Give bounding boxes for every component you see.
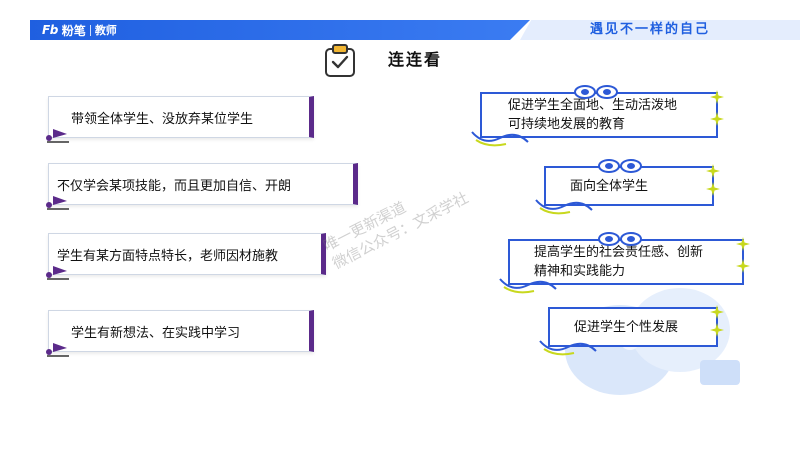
flag-icon — [46, 129, 69, 143]
left-item-3[interactable]: 学生有某方面特点特长，老师因材施教 — [46, 233, 326, 280]
sparkle-icon — [706, 164, 720, 178]
right-item-line-2: 精神和实践能力 — [534, 264, 626, 279]
flag-icon — [46, 196, 69, 210]
goggles-icon — [574, 85, 618, 99]
left-item-label: 不仅学会某项技能，而且更加自信、开朗 — [57, 178, 292, 194]
right-item-1[interactable]: 促进学生全面地、生动活泼地 可持续地发展的教育 — [471, 85, 724, 147]
left-item-label: 学生有某方面特点特长，老师因材施教 — [57, 248, 279, 264]
left-item-2[interactable]: 不仅学会某项技能，而且更加自信、开朗 — [46, 163, 358, 210]
sparkle-icon — [710, 112, 724, 126]
goggles-icon — [598, 232, 642, 246]
page-title: 连连看 — [388, 50, 443, 69]
right-item-line-1: 促进学生个性发展 — [574, 319, 679, 335]
sparkle-icon — [736, 237, 750, 251]
sparkle-icon — [710, 323, 724, 337]
left-item-label: 学生有新想法、在实践中学习 — [71, 325, 241, 341]
right-item-2[interactable]: 面向全体学生 — [535, 159, 720, 215]
header-light-band — [520, 20, 800, 40]
flag-icon — [46, 266, 69, 280]
logo-role: 教师 — [94, 24, 117, 37]
left-item-4[interactable]: 学生有新想法、在实践中学习 — [46, 310, 314, 357]
clipboard-check-icon — [325, 44, 355, 77]
right-item-line-1: 促进学生全面地、生动活泼地 — [508, 98, 678, 113]
sparkle-icon — [706, 182, 720, 196]
sparkle-icon — [736, 259, 750, 273]
brand-logo: Fb 粉笔 教师 — [42, 21, 117, 39]
flag-icon — [46, 343, 69, 357]
sparkle-icon — [710, 305, 724, 319]
logo-divider — [89, 24, 91, 36]
logo-mark: Fb — [42, 23, 58, 37]
header-blue-band — [30, 20, 530, 40]
goggles-icon — [598, 159, 642, 173]
header-slogan: 遇见不一样的自己 — [590, 22, 711, 37]
header-banner: Fb 粉笔 教师 遇见不一样的自己 — [0, 0, 800, 50]
sparkle-icon — [710, 90, 724, 104]
wave-decoration-icon — [535, 199, 593, 215]
right-item-line-1: 面向全体学生 — [570, 178, 649, 194]
left-item-1[interactable]: 带领全体学生、没放弃某位学生 — [46, 96, 314, 143]
right-item-3[interactable]: 提高学生的社会责任感、创新 精神和实践能力 — [499, 232, 750, 294]
right-item-line-2: 可持续地发展的教育 — [508, 117, 626, 132]
left-item-label: 带领全体学生、没放弃某位学生 — [71, 111, 254, 127]
wave-decoration-icon — [539, 340, 597, 356]
logo-brand: 粉笔 — [61, 23, 86, 38]
right-item-4[interactable]: 促进学生个性发展 — [539, 305, 724, 356]
wave-decoration-icon — [499, 278, 557, 294]
wave-decoration-icon — [471, 131, 529, 147]
right-item-line-1: 提高学生的社会责任感、创新 — [534, 245, 704, 260]
